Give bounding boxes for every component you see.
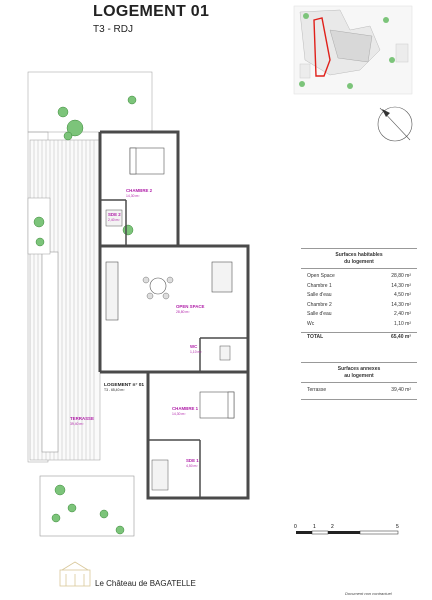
scale-tick: 1 [313, 524, 316, 530]
logement-detail: T3 - 65,40 m² [104, 388, 125, 392]
site-plan-thumbnail [293, 5, 413, 95]
scale-tick: 2 [331, 524, 334, 530]
header-line: Surfaces annexes [337, 366, 381, 372]
room-label-sde-2: SDE 2 [108, 212, 121, 217]
chateau-logo-icon [59, 561, 91, 587]
scale-bar: 0 1 2 5 [294, 524, 399, 535]
page-title: LOGEMENT 01 [93, 3, 210, 20]
room-label-chambre-2: CHAMBRE 2 [126, 188, 153, 193]
room-area-terrasse: 39,40 m² [70, 422, 84, 426]
room-label-terrasse: TERRASSE [70, 416, 94, 421]
room-label-wc: WC [190, 344, 198, 349]
header-line: au logement [344, 372, 374, 379]
north-arrow-icon [377, 106, 413, 142]
scale-tick: 5 [396, 524, 399, 530]
header-line: Surfaces habitables [335, 252, 383, 258]
room-area-chambre-1: 14,30 m² [172, 412, 186, 416]
header-line: du logement [344, 258, 374, 265]
room-area-wc: 1,10 m² [190, 350, 202, 354]
room-label-sde-1: SDE 1 [186, 458, 199, 463]
surfaces-habitables-table: Surfaces habitables du logement Open Spa… [301, 248, 417, 343]
disclaimer-note: Document non contractuel [345, 591, 392, 596]
brand-name: Le Château de BAGATELLE [95, 579, 196, 588]
room-area-sde-2: 2,40 m² [108, 218, 120, 222]
room-label-chambre-1: CHAMBRE 1 [172, 406, 199, 411]
scale-tick: 0 [294, 524, 297, 530]
logement-label: LOGEMENT n° 01 [104, 382, 144, 388]
room-label-open-space: OPEN SPACE [176, 304, 205, 309]
surfaces-habitables-header: Surfaces habitables du logement [301, 248, 417, 269]
room-area-sde-1: 4,50 m² [186, 464, 198, 468]
room-area-chambre-2: 14,30 m² [126, 194, 140, 198]
page-subtitle: T3 - RDJ [93, 24, 133, 35]
surfaces-annexes-header: Surfaces annexes au logement [301, 362, 417, 383]
room-area-open-space: 28,80 m² [176, 310, 190, 314]
